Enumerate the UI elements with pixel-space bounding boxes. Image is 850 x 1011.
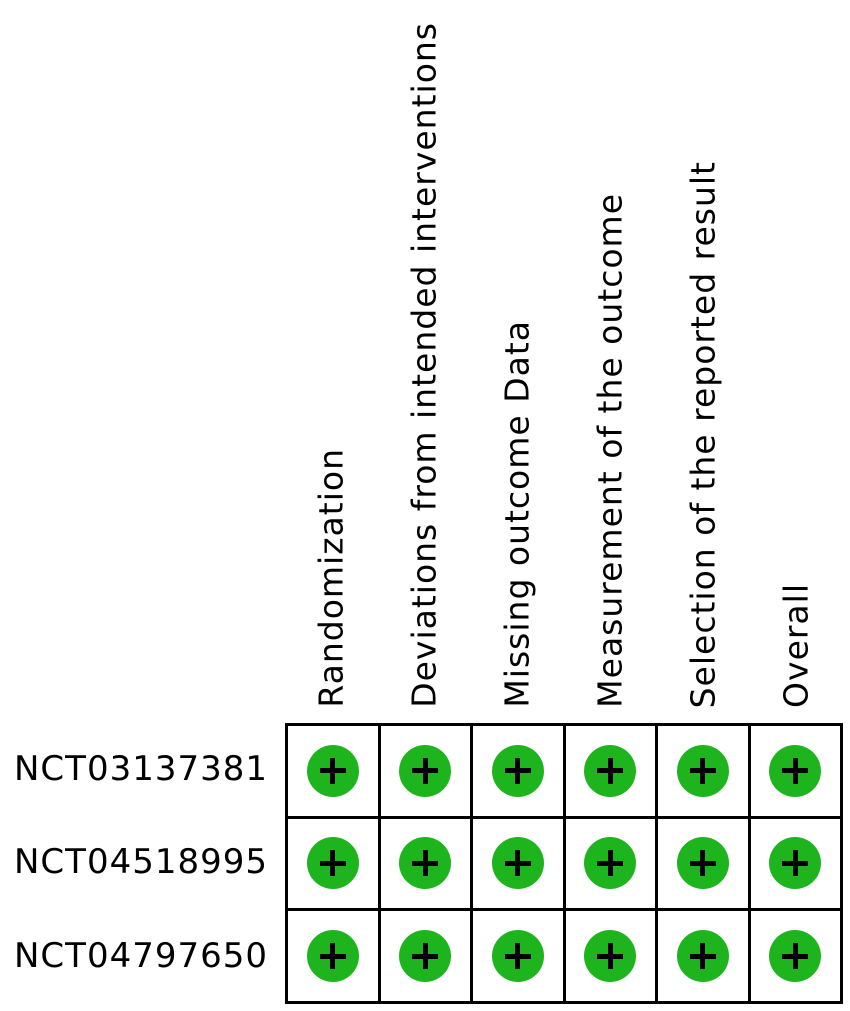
low-risk-icon <box>306 837 359 890</box>
column-header-randomization: Randomization <box>311 448 351 708</box>
plus-icon <box>412 850 439 877</box>
low-risk-icon <box>584 744 637 797</box>
plus-icon <box>319 943 346 970</box>
column-header-measurement-of-the-outcome: Measurement of the outcome <box>590 193 630 708</box>
judgement-cell <box>473 818 563 909</box>
low-risk-icon <box>769 837 822 890</box>
plus-icon <box>504 943 531 970</box>
judgement-cell <box>565 726 655 816</box>
column-header-deviations-from-intended-interventions: Deviations from intended interventions <box>404 22 444 708</box>
low-risk-icon <box>306 930 359 983</box>
low-risk-icon <box>399 930 452 983</box>
plus-icon <box>319 850 346 877</box>
plus-icon <box>597 943 624 970</box>
judgement-cell <box>750 726 840 816</box>
judgement-cell <box>565 818 655 909</box>
judgement-cell <box>380 911 470 1001</box>
judgement-cell <box>288 726 378 816</box>
low-risk-icon <box>769 744 822 797</box>
plus-icon <box>689 850 716 877</box>
plus-icon <box>412 943 439 970</box>
low-risk-icon <box>491 837 544 890</box>
plus-icon <box>504 850 531 877</box>
judgement-cell <box>658 818 748 909</box>
judgement-cell <box>565 911 655 1001</box>
low-risk-icon <box>676 930 729 983</box>
judgement-cell <box>288 911 378 1001</box>
low-risk-icon <box>676 837 729 890</box>
column-header-missing-outcome-data: Missing outcome Data <box>497 320 537 708</box>
plus-icon <box>597 757 624 784</box>
low-risk-icon <box>399 837 452 890</box>
plus-icon <box>412 757 439 784</box>
plus-icon <box>782 757 809 784</box>
judgement-cell <box>750 818 840 909</box>
trial-id-label: NCT04518995 <box>14 842 268 882</box>
judgement-cell <box>658 911 748 1001</box>
low-risk-icon <box>584 930 637 983</box>
column-header-overall: Overall <box>776 583 816 708</box>
judgement-grid <box>285 723 843 1004</box>
judgement-cell <box>658 726 748 816</box>
judgement-cell <box>380 818 470 909</box>
plus-icon <box>319 757 346 784</box>
judgement-cell <box>380 726 470 816</box>
low-risk-icon <box>491 744 544 797</box>
plus-icon <box>504 757 531 784</box>
trial-id-label: NCT04797650 <box>14 936 268 976</box>
column-header-selection-of-the-reported-result: Selection of the reported result <box>683 160 723 708</box>
plus-icon <box>689 757 716 784</box>
judgement-cell <box>750 911 840 1001</box>
trial-id-label: NCT03137381 <box>14 749 268 789</box>
low-risk-icon <box>769 930 822 983</box>
low-risk-icon <box>306 744 359 797</box>
plus-icon <box>782 850 809 877</box>
low-risk-icon <box>491 930 544 983</box>
plus-icon <box>689 943 716 970</box>
plus-icon <box>782 943 809 970</box>
low-risk-icon <box>584 837 637 890</box>
judgement-cell <box>473 726 563 816</box>
low-risk-icon <box>676 744 729 797</box>
judgement-cell <box>473 911 563 1001</box>
low-risk-icon <box>399 744 452 797</box>
judgement-cell <box>288 818 378 909</box>
plus-icon <box>597 850 624 877</box>
